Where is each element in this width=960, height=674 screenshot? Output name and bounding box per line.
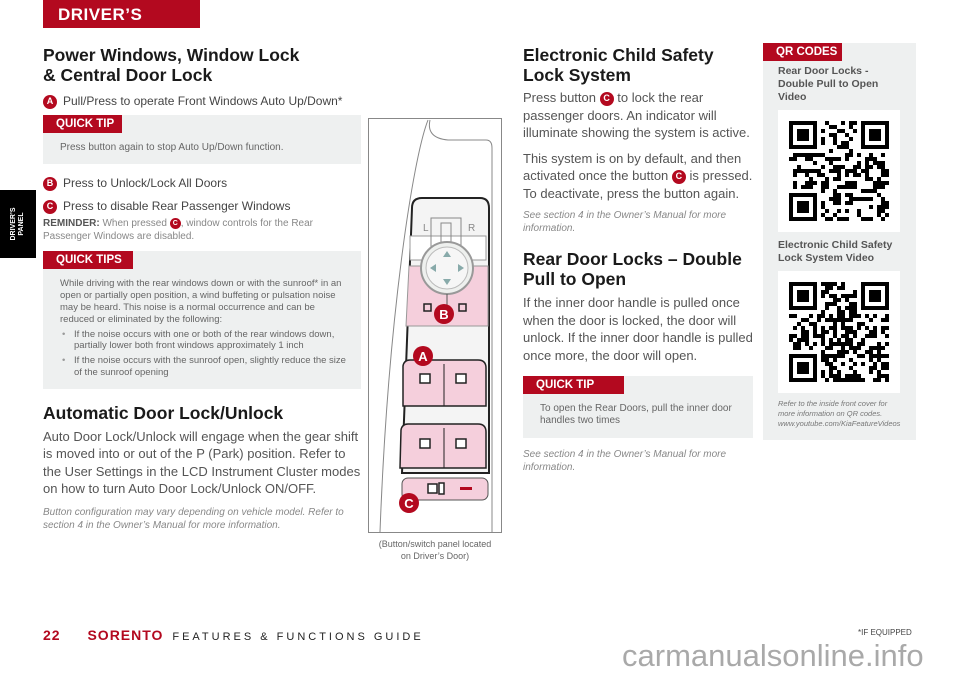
rear-door-note: See section 4 in the Owner’s Manual for …: [523, 448, 727, 473]
quick-tip-label: QUICK TIP: [43, 115, 122, 133]
quick-tips-intro: While driving with the rear windows down…: [60, 278, 342, 325]
qr-panel: QR CODES Rear Door Locks - Double Pull t…: [763, 43, 916, 440]
side-tab-line: PANEL: [18, 212, 25, 236]
title-line: Pull to Open: [523, 269, 627, 289]
callout-c: C: [399, 493, 419, 513]
watermark: carmanualsonline.info: [622, 638, 924, 673]
item-text: Press to Unlock/Lock All Doors: [63, 176, 228, 191]
left-column: Power Windows, Window Lock& Central Door…: [43, 45, 361, 532]
qr-video2-title: Electronic Child Safety Lock System Vide…: [778, 239, 893, 264]
badge-c: C: [671, 169, 686, 184]
child-lock-note: See section 4 in the Owner’s Manual for …: [523, 210, 727, 234]
reminder-label: REMINDER:: [43, 218, 100, 230]
text: This system is on by default, and then a…: [523, 150, 742, 184]
section-tab: DRIVER’S PANEL: [43, 0, 200, 54]
qr-code-rear-door[interactable]: [778, 110, 900, 232]
quick-tips-content: While driving with the rear windows down…: [43, 251, 361, 388]
model-name: SORENTO: [87, 627, 164, 643]
page-number: 22: [43, 627, 61, 643]
item-text: Press to disable Rear Passenger Windows: [63, 199, 291, 214]
door-panel-illustration: L R B A C: [368, 118, 502, 533]
badge-c: C: [43, 199, 57, 214]
mirror-r-label: R: [468, 223, 475, 234]
callout-a-label: A: [418, 349, 428, 364]
badge-b: B: [43, 176, 57, 191]
footer: 22 SORENTO FEATURES & FUNCTIONS GUIDE: [43, 627, 424, 643]
qr-footnote-line: more information on QR codes.: [778, 409, 883, 418]
reminder-text: When pressed: [102, 218, 167, 230]
qr-footnote-url: www.youtube.com/KiaFeatureVideos: [778, 419, 901, 428]
callout-c-label: C: [404, 496, 414, 511]
auto-body: Auto Door Lock/Unlock will engage when t…: [43, 428, 361, 497]
reminder-text: , window controls for the Rear Passenger…: [43, 218, 313, 242]
auto-title: Automatic Door Lock/Unlock: [43, 402, 284, 423]
badge-c: C: [599, 91, 614, 106]
text: is pressed. To deactivate, press the but…: [523, 168, 753, 201]
auto-note: Button configuration may vary depending …: [43, 506, 344, 531]
qr-video1-title: Rear Door Locks - Double Pull to Open Vi…: [778, 65, 879, 103]
rear-quick-tip-box: QUICK TIP To open the Rear Doors, pull t…: [523, 376, 753, 438]
illustration-caption: (Button/switch panel located on Driver’s…: [378, 539, 492, 561]
mirror-l-label: L: [423, 223, 429, 234]
title-line: Electronic Child Safety: [523, 45, 714, 65]
text: Press button: [523, 90, 596, 105]
if-equipped-note: *IF EQUIPPED: [858, 628, 912, 637]
qr-label: QR CODES: [763, 43, 842, 61]
item-a: A Pull/Press to operate Front Windows Aut…: [43, 94, 361, 109]
quick-tips-box: QUICK TIPS While driving with the rear w…: [43, 251, 361, 389]
callout-a: A: [413, 346, 433, 366]
quick-tip-text: Press button again to stop Auto Up/Down …: [60, 142, 284, 153]
item-c: C Press to disable Rear Passenger Windows: [43, 199, 361, 214]
item-b: B Press to Unlock/Lock All Doors: [43, 176, 361, 191]
text: to lock the rear passenger doors. An ind…: [523, 90, 750, 140]
badge-c: C: [169, 218, 181, 230]
quick-tip-bullet: If the noise occurs with one or both of …: [60, 329, 351, 353]
title-line: Rear Door Locks – Double: [523, 249, 742, 269]
quick-tips-label: QUICK TIPS: [43, 251, 133, 270]
reminder: REMINDER: When pressed C, window control…: [43, 218, 361, 243]
callout-b-label: B: [439, 307, 448, 322]
callout-b: B: [434, 304, 454, 324]
quick-tip-label: QUICK TIP: [523, 376, 624, 394]
badge-a: A: [43, 94, 57, 109]
child-lock-p2: This system is on by default, and then a…: [523, 150, 753, 203]
qr-footnote-line: Refer to the inside front cover for: [778, 399, 888, 408]
quick-tip-text: To open the Rear Doors, pull the inner d…: [540, 403, 732, 427]
item-text: Pull/Press to operate Front Windows Auto…: [63, 94, 343, 108]
qr-code-child-lock[interactable]: [778, 271, 900, 393]
quick-tip-box: QUICK TIP Press button again to stop Aut…: [43, 115, 361, 165]
side-tab-line: DRIVER’S: [10, 207, 17, 241]
quick-tip-bullet: If the noise occurs with the sunroof ope…: [60, 355, 351, 379]
rear-door-body: If the inner door handle is pulled once …: [523, 295, 753, 363]
guide-title: FEATURES & FUNCTIONS GUIDE: [172, 631, 424, 643]
title-line: Power Windows, Window Lock: [43, 45, 300, 65]
title-line: & Central Door Lock: [43, 65, 213, 85]
title-line: Lock System: [523, 65, 631, 85]
child-lock-p1: Press button C to lock the rear passenge…: [523, 89, 753, 142]
power-title: Power Windows, Window Lock& Central Door…: [43, 45, 361, 85]
